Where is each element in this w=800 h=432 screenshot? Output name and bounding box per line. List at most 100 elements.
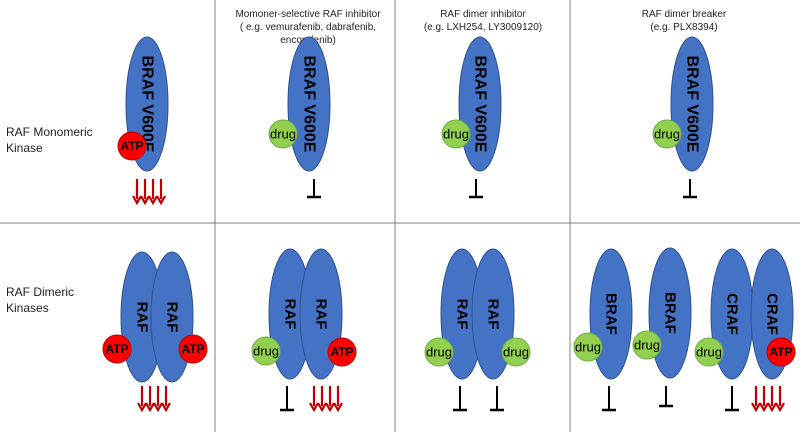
kinase-label: BRAF V600E xyxy=(684,56,701,153)
drug-fill xyxy=(652,119,682,149)
inhibition-symbol xyxy=(602,386,616,412)
inhibition-symbol xyxy=(659,386,673,408)
arrow-head xyxy=(145,402,155,413)
kinase-label: CRAF xyxy=(724,293,741,335)
row-label-monomeric: RAF Monomeric Kinase xyxy=(6,125,93,155)
drug-fill xyxy=(441,119,471,149)
activation-arrows xyxy=(751,386,785,413)
drug-label: drug xyxy=(634,338,660,353)
arrow-head xyxy=(751,402,761,413)
arrow-head xyxy=(153,402,163,413)
arrow-head xyxy=(325,402,335,413)
header-title: RAF dimer inhibitor xyxy=(440,9,526,20)
arrow-head xyxy=(137,402,147,413)
atp-label: ATP xyxy=(330,345,353,359)
drug-label: drug xyxy=(654,127,680,142)
arrow-head xyxy=(317,402,327,413)
arrow-head xyxy=(333,402,343,413)
kinase: BRAF xyxy=(648,247,692,379)
inhibition-symbol xyxy=(280,386,294,412)
header-subtitle: (e.g. PLX8394) xyxy=(650,22,718,33)
arrow-head xyxy=(759,402,769,413)
kinase-label: BRAF xyxy=(662,292,679,334)
kinase-label: RAF xyxy=(134,302,151,333)
kinase-label: BRAF xyxy=(603,293,620,335)
kinase-label: RAF xyxy=(454,299,471,330)
kinase: RAF xyxy=(120,251,164,383)
drug-circle: drug xyxy=(501,337,531,367)
arrow-head xyxy=(309,402,319,413)
drug-circle: drug xyxy=(268,119,298,149)
atp-fill xyxy=(766,337,796,367)
inhibition-symbol xyxy=(683,179,697,199)
atp-label: ATP xyxy=(120,139,143,153)
header-dimer-breaker: RAF dimer breaker (e.g. PLX8394) xyxy=(572,8,796,34)
arrow-head xyxy=(767,402,777,413)
kinase-label: RAF xyxy=(485,299,502,330)
atp-fill xyxy=(327,337,357,367)
atp-fill xyxy=(178,334,208,364)
header-dimer-inhibitor: RAF dimer inhibitor (e.g. LXH254, LY3009… xyxy=(398,8,568,34)
drug-circle: drug xyxy=(652,119,682,149)
drug-circle: drug xyxy=(573,332,603,362)
atp-circle: ATP xyxy=(327,337,357,367)
kinase-body xyxy=(287,36,331,172)
kinase: BRAF V600E xyxy=(458,36,502,172)
kinase: BRAF xyxy=(589,248,633,380)
kinase: BRAF V600E xyxy=(287,36,331,172)
drug-fill xyxy=(573,332,603,362)
arrow-head xyxy=(132,195,142,206)
atp-fill xyxy=(117,131,147,161)
arrow-head xyxy=(161,402,171,413)
kinase-label: RAF xyxy=(282,299,299,330)
atp-fill xyxy=(102,334,132,364)
atp-label: ATP xyxy=(181,342,204,356)
row-label-dimeric: RAF Dimeric Kinases xyxy=(6,285,74,315)
atp-label: ATP xyxy=(769,345,792,359)
kinase-label: BRAF V600E xyxy=(472,56,489,153)
kinase-label: RAF xyxy=(164,302,181,333)
drug-fill xyxy=(694,337,724,367)
drug-fill xyxy=(268,119,298,149)
activation-arrows xyxy=(309,386,343,413)
drug-label: drug xyxy=(270,127,296,142)
drug-label: drug xyxy=(575,340,601,355)
drug-label: drug xyxy=(696,345,722,360)
drug-circle: drug xyxy=(424,337,454,367)
kinase-label: CRAF xyxy=(764,293,781,335)
kinase: BRAF V600E xyxy=(670,36,714,172)
atp-circle: ATP xyxy=(102,334,132,364)
inhibition-symbol xyxy=(307,179,321,199)
kinase-label: BRAF V600E xyxy=(139,56,156,153)
drug-circle: drug xyxy=(441,119,471,149)
atp-circle: ATP xyxy=(117,131,147,161)
drug-fill xyxy=(632,330,662,360)
kinase-label: BRAF V600E xyxy=(301,56,318,153)
inhibition-symbol xyxy=(490,386,504,412)
drug-fill xyxy=(424,337,454,367)
atp-circle: ATP xyxy=(766,337,796,367)
drug-fill xyxy=(251,336,281,366)
inhibition-symbol xyxy=(469,179,483,199)
drug-label: drug xyxy=(253,344,279,359)
header-subtitle: (e.g. LXH254, LY3009120) xyxy=(423,22,543,33)
header-title: RAF dimer breaker xyxy=(641,9,727,20)
arrow-head xyxy=(775,402,785,413)
kinase-body xyxy=(670,36,714,172)
kinase-label: RAF xyxy=(313,299,330,330)
header-title: Momoner-selective RAF inhibitor xyxy=(235,9,381,20)
arrow-head xyxy=(156,195,166,206)
drug-circle: drug xyxy=(694,337,724,367)
drug-label: drug xyxy=(503,345,529,360)
activation-arrows xyxy=(132,179,166,206)
arrow-head xyxy=(148,195,158,206)
arrow-head xyxy=(140,195,150,206)
kinase: RAF xyxy=(150,251,194,383)
inhibition-symbol xyxy=(725,386,739,412)
atp-circle: ATP xyxy=(178,334,208,364)
drug-fill xyxy=(501,337,531,367)
drug-label: drug xyxy=(426,345,452,360)
inhibition-symbol xyxy=(453,386,467,412)
